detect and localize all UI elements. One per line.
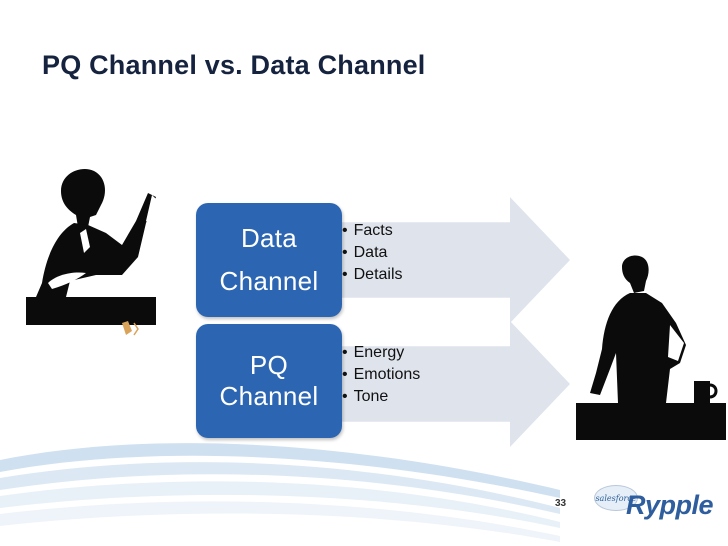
rypple-logo: Rypple	[626, 490, 714, 520]
pq-channel-bullets: Energy Emotions Tone	[342, 342, 421, 408]
bullet-item: Energy	[342, 342, 420, 364]
pq-channel-box: PQ Channel	[196, 324, 342, 438]
bullet-item: Emotions	[342, 364, 421, 386]
slide-title: PQ Channel vs. Data Channel	[42, 50, 426, 80]
speaker-sound-icon	[122, 321, 139, 336]
salesforce-logo: salesforce	[594, 485, 638, 511]
bullet-item: Data	[342, 242, 403, 264]
decorative-swoosh	[0, 443, 560, 542]
silhouette-woman-pointing-icon	[26, 169, 156, 336]
data-channel-bullets: Facts Data Details	[342, 220, 403, 286]
bullet-item: Tone	[342, 386, 420, 408]
data-channel-box: Data Channel	[196, 203, 342, 317]
pq-channel-label: PQ Channel	[219, 350, 319, 411]
bullet-item: Facts	[342, 220, 403, 242]
silhouette-man-standing-icon	[576, 255, 726, 440]
bullet-item: Details	[342, 264, 403, 286]
page-number: 33	[555, 498, 567, 509]
data-channel-label: Data Channel	[219, 223, 319, 296]
